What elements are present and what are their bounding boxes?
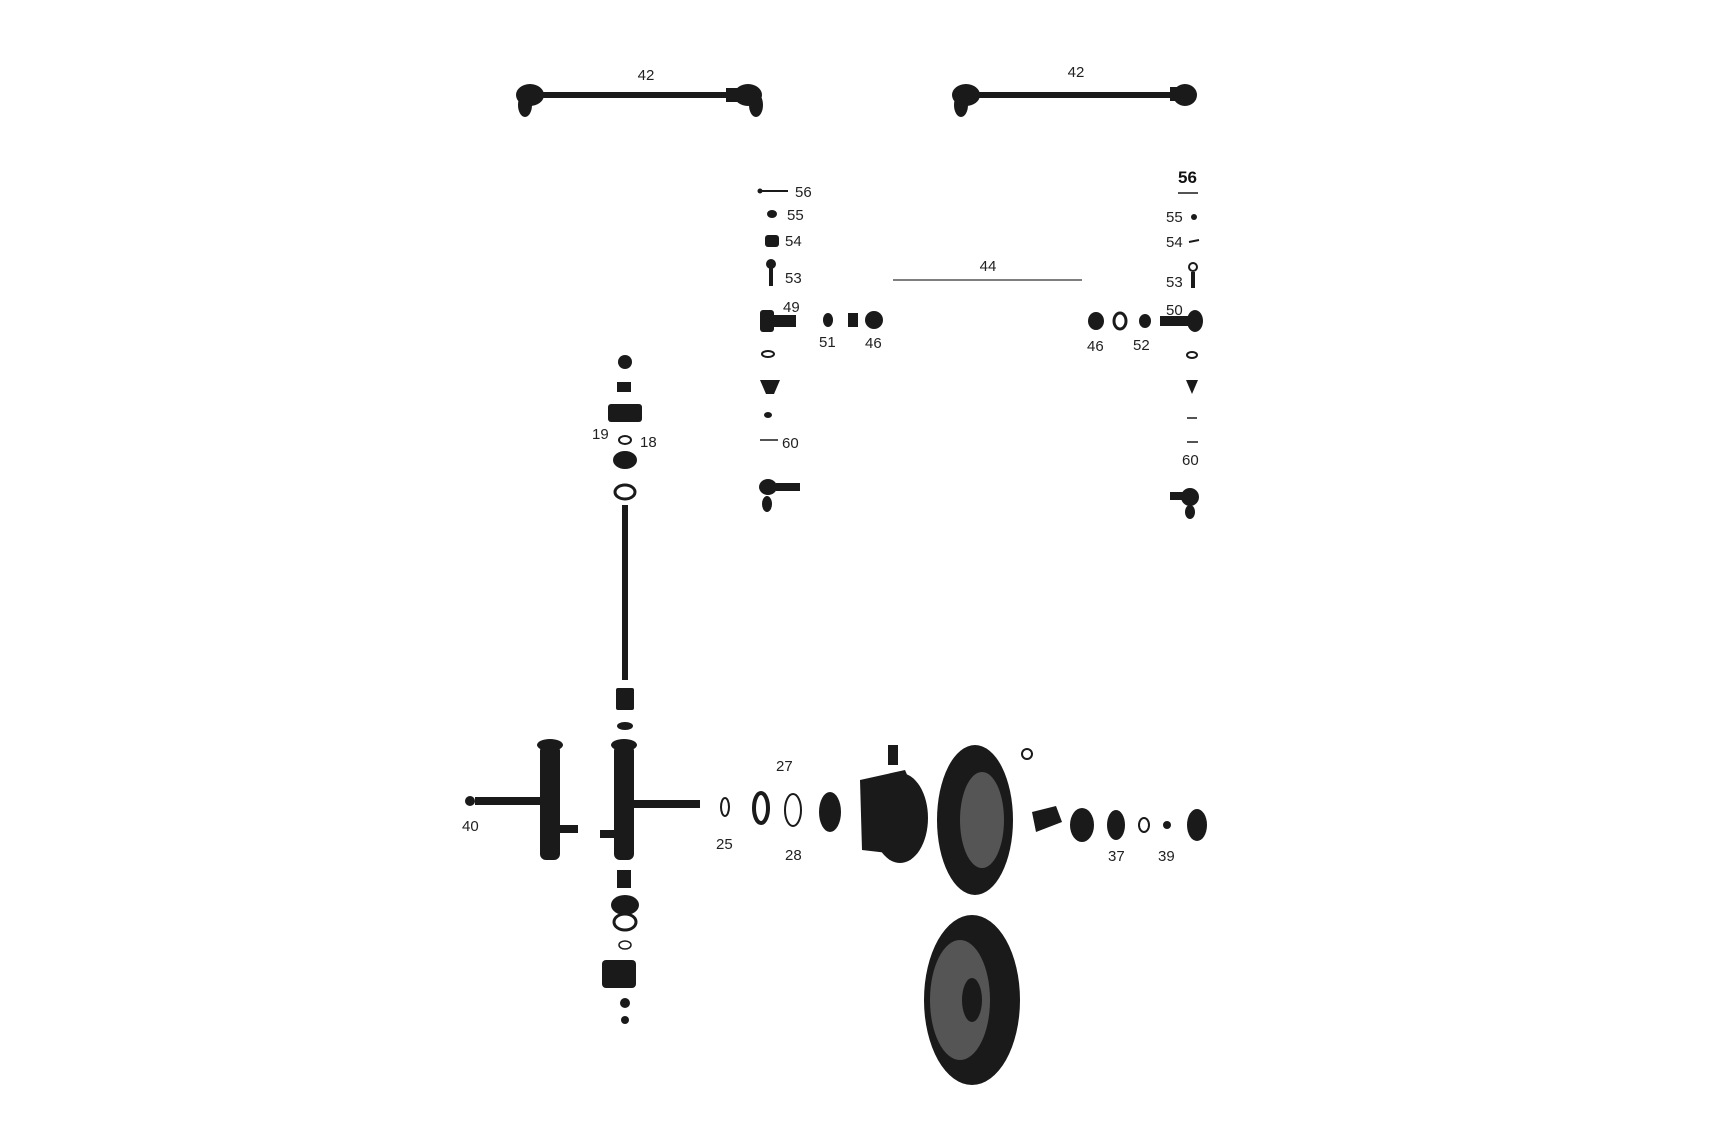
label-left-60: 60 <box>782 435 799 452</box>
label-44: 44 <box>980 258 997 275</box>
label-left-51: 51 <box>819 334 836 351</box>
label-right-55: 55 <box>1166 209 1183 226</box>
right-column-parts <box>1088 192 1203 519</box>
label-right-54: 54 <box>1166 234 1183 251</box>
tie-rod-right <box>952 84 1197 117</box>
label-right-56: 56 <box>1178 168 1197 187</box>
label-25: 25 <box>716 836 733 853</box>
label-37: 37 <box>1108 848 1125 865</box>
stub-axle-left <box>465 739 578 860</box>
label-right-52: 52 <box>1133 337 1150 354</box>
stub-axle-right <box>600 739 700 860</box>
hub-bearing-row <box>720 745 1207 895</box>
kingpin-assembly <box>602 355 642 1024</box>
label-40: 40 <box>462 818 479 835</box>
label-left-54: 54 <box>785 233 802 250</box>
label-28: 28 <box>785 847 802 864</box>
label-right-46: 46 <box>1087 338 1104 355</box>
label-left-46: 46 <box>865 335 882 352</box>
label-left-49: 49 <box>783 299 800 316</box>
label-42-right: 42 <box>1068 64 1085 81</box>
label-27: 27 <box>776 758 793 775</box>
label-right-50: 50 <box>1166 302 1183 319</box>
label-39: 39 <box>1158 848 1175 865</box>
label-left-56: 56 <box>795 184 812 201</box>
label-19: 19 <box>592 426 609 443</box>
label-left-55: 55 <box>787 207 804 224</box>
left-column-parts <box>757 188 883 512</box>
brake-drum-lower <box>924 915 1020 1085</box>
label-right-60: 60 <box>1182 452 1199 469</box>
label-right-53: 53 <box>1166 274 1183 291</box>
label-18: 18 <box>640 434 657 451</box>
label-42-left: 42 <box>638 67 655 84</box>
label-left-53: 53 <box>785 270 802 287</box>
tie-rod-left <box>516 84 763 117</box>
